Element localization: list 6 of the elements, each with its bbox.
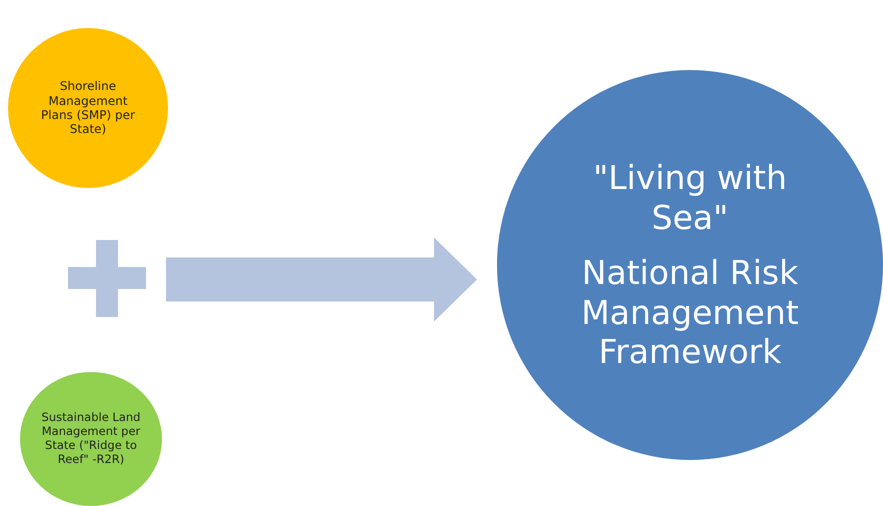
node-text: Shoreline Management Plans (SMP) per State) <box>40 79 136 137</box>
node-text: Sustainable Land Management per State ("Ridge to Reef" -R2R) <box>40 411 142 467</box>
plus-sign <box>68 240 146 317</box>
node-text: National Risk Management Framework <box>580 253 800 372</box>
node-text: "Living with Sea" <box>592 158 788 238</box>
block-arrow <box>166 238 477 322</box>
